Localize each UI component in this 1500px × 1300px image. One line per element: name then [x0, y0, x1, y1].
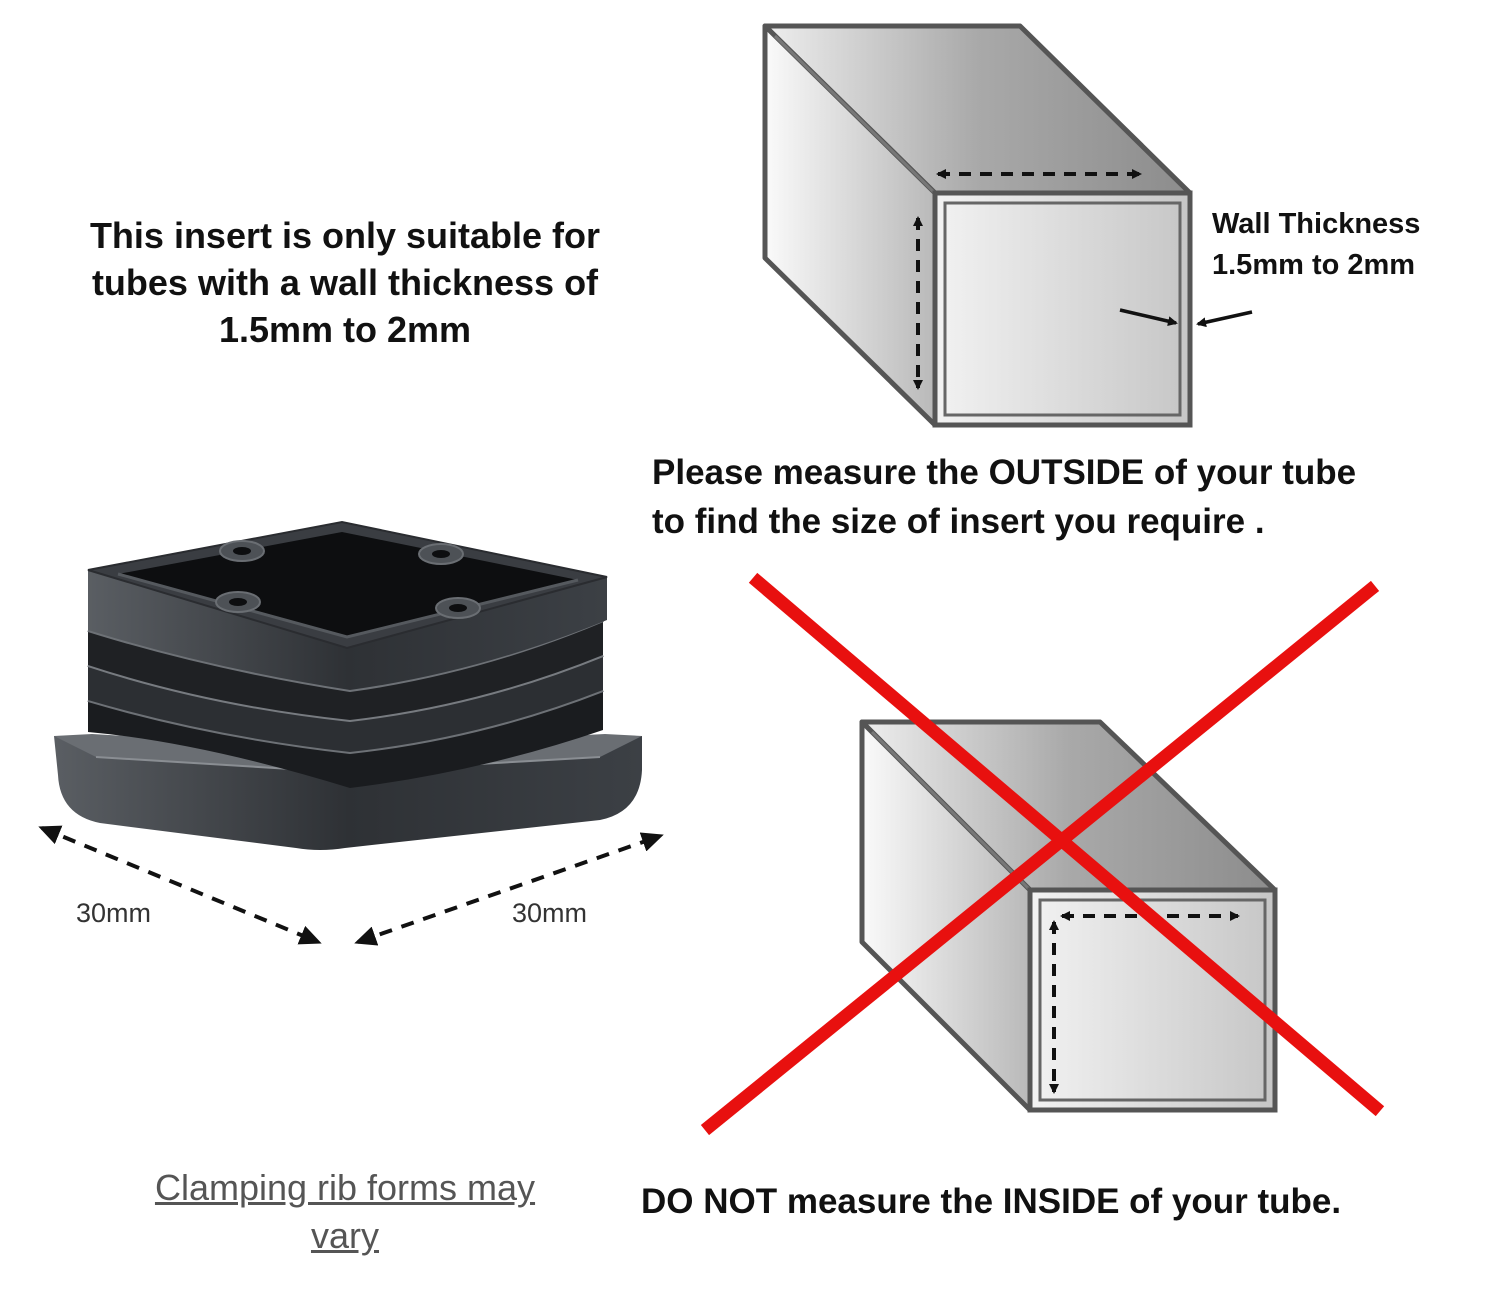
wall-thickness-title: Wall Thickness [1212, 208, 1421, 240]
red-x-cross-icon [700, 572, 1385, 1136]
square-tube-outside-measure-icon [762, 23, 1253, 428]
clamping-rib-note: Clamping rib forms may vary [154, 1167, 536, 1256]
notice-line: 1.5mm to 2mm [218, 309, 472, 350]
do-not-measure-inside-instruction: DO NOT measure the INSIDE of your tube. [641, 1182, 1342, 1221]
wall-thickness-label: Wall Thickness 1.5mm to 2mm [1212, 204, 1472, 286]
measure-line: to find the size of insert you require . [652, 502, 1265, 541]
square-tube-insert-product-image [38, 520, 664, 946]
square-tube-inside-measure-icon [859, 719, 1278, 1113]
notice-line: This insert is only suitable for [89, 215, 601, 256]
notice-line: tubes with a wall thickness of [91, 262, 599, 303]
dimension-label-left: 30mm [76, 898, 152, 928]
measure-line: Please measure the OUTSIDE of your tube [652, 453, 1357, 492]
measure-outside-instruction: Please measure the OUTSIDE of your tube … [652, 448, 1482, 546]
dimension-label-right: 30mm [512, 898, 588, 928]
suitability-notice: This insert is only suitable for tubes w… [40, 212, 650, 353]
wall-thickness-range: 1.5mm to 2mm [1212, 249, 1416, 281]
